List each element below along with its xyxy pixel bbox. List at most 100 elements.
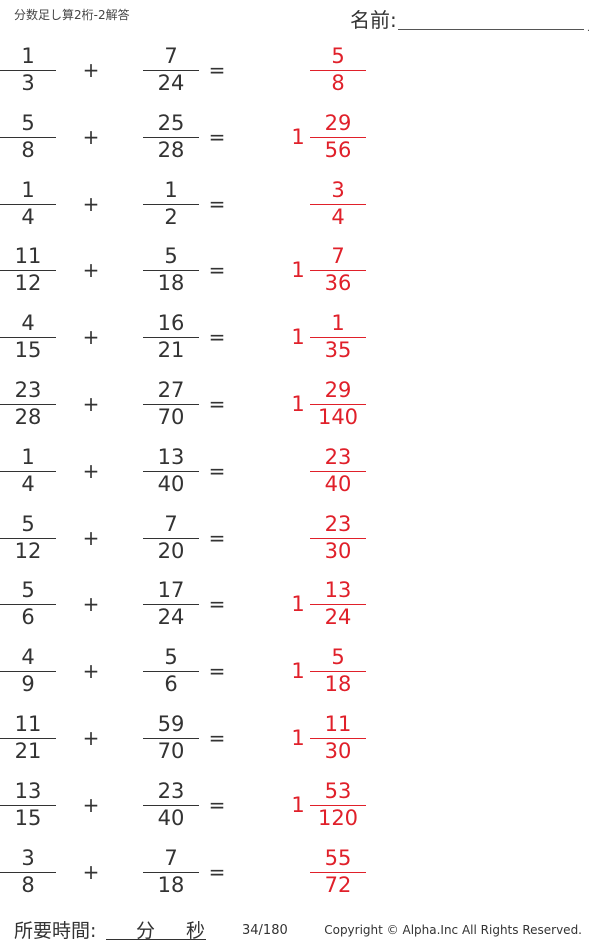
answer-fraction-bar bbox=[310, 203, 366, 205]
answer-fraction-numerator: 13 bbox=[324, 578, 352, 603]
first-fraction-denominator: 6 bbox=[21, 605, 35, 630]
second-fraction-bar bbox=[143, 871, 199, 873]
answer-fraction-bar bbox=[310, 804, 366, 806]
first-fraction: 3 8 bbox=[0, 847, 56, 898]
problem-row: 3 8 + 7 18 = 55 72 bbox=[0, 840, 600, 907]
answer-fraction-denominator: 24 bbox=[324, 605, 352, 630]
plus-sign: + bbox=[82, 325, 100, 350]
second-fraction: 5 18 bbox=[143, 246, 199, 296]
plus-sign: + bbox=[82, 859, 100, 884]
answer-fraction-bar bbox=[310, 671, 366, 673]
first-fraction: 4 9 bbox=[0, 647, 56, 697]
second-fraction-numerator: 23 bbox=[157, 778, 185, 803]
problem-row: 4 15 + 16 21 =1 1 35 bbox=[0, 305, 600, 372]
answer-whole-number: 1 bbox=[291, 325, 305, 350]
equals-sign: = bbox=[208, 792, 226, 817]
answer-fraction-denominator: 56 bbox=[324, 137, 352, 162]
second-fraction-numerator: 13 bbox=[157, 444, 185, 469]
equals-sign: = bbox=[208, 58, 226, 82]
problem-row: 5 8 + 25 28 =1 29 56 bbox=[0, 105, 600, 172]
plus-sign: + bbox=[82, 191, 100, 216]
plus-sign: + bbox=[82, 124, 100, 149]
first-fraction-denominator: 15 bbox=[14, 805, 42, 830]
answer-fraction: 23 30 bbox=[310, 513, 366, 564]
second-fraction: 23 40 bbox=[143, 778, 199, 831]
first-fraction: 13 15 bbox=[0, 780, 56, 831]
first-fraction-bar bbox=[0, 671, 56, 673]
second-fraction: 7 20 bbox=[143, 513, 199, 564]
first-fraction-bar bbox=[0, 337, 56, 339]
first-fraction-numerator: 11 bbox=[14, 711, 42, 736]
answer-fraction: 53 120 bbox=[310, 780, 366, 831]
answer-whole-number: 1 bbox=[291, 725, 305, 750]
name-label: 名前: bbox=[350, 8, 397, 32]
first-fraction: 1 3 bbox=[0, 46, 56, 96]
problem-row: 5 12 + 7 20 = 23 30 bbox=[0, 506, 600, 573]
copyright-text: Copyright © Alpha.Inc All Rights Reserve… bbox=[324, 923, 582, 937]
worksheet-title: 分数足し算2桁-2解答 bbox=[14, 8, 130, 22]
answer-fraction: 1 35 bbox=[310, 313, 366, 363]
first-fraction-denominator: 9 bbox=[21, 672, 35, 697]
page-number: 34/180 bbox=[242, 923, 288, 938]
answer-whole-number: 1 bbox=[291, 391, 305, 416]
second-fraction: 5 6 bbox=[143, 647, 199, 697]
first-fraction: 5 8 bbox=[0, 112, 56, 163]
first-fraction: 1 4 bbox=[0, 444, 56, 497]
second-fraction-numerator: 7 bbox=[164, 44, 178, 68]
second-fraction-bar bbox=[143, 537, 199, 539]
problem-row: 4 9 + 5 6 =1 5 18 bbox=[0, 639, 600, 706]
name-dot: . bbox=[586, 23, 590, 34]
second-fraction: 7 18 bbox=[143, 847, 199, 898]
second-fraction: 16 21 bbox=[143, 313, 199, 363]
second-fraction: 27 70 bbox=[143, 379, 199, 430]
first-fraction-numerator: 23 bbox=[14, 377, 42, 402]
second-fraction-bar bbox=[143, 804, 199, 806]
answer-fraction: 29 140 bbox=[310, 379, 366, 430]
seconds-label: 秒 bbox=[186, 920, 206, 942]
plus-sign: + bbox=[82, 258, 100, 283]
problem-row: 23 28 + 27 70 =1 29 140 bbox=[0, 372, 600, 439]
second-fraction-denominator: 18 bbox=[157, 271, 185, 296]
second-fraction-bar bbox=[143, 737, 199, 739]
first-fraction-denominator: 8 bbox=[21, 872, 35, 897]
second-fraction-numerator: 17 bbox=[157, 578, 185, 603]
answer-fraction-bar bbox=[310, 136, 366, 138]
equals-sign: = bbox=[208, 659, 226, 684]
equals-sign: = bbox=[208, 725, 226, 750]
second-fraction-bar bbox=[143, 203, 199, 205]
answer-fraction-numerator: 29 bbox=[324, 110, 352, 135]
answer-fraction-denominator: 30 bbox=[324, 738, 352, 763]
first-fraction-bar bbox=[0, 70, 56, 71]
answer-fraction-denominator: 36 bbox=[324, 271, 352, 296]
second-fraction-bar bbox=[143, 70, 199, 71]
answer-fraction-numerator: 11 bbox=[324, 711, 352, 736]
first-fraction: 11 12 bbox=[0, 246, 56, 296]
second-fraction: 25 28 bbox=[143, 112, 199, 163]
second-fraction-bar bbox=[143, 136, 199, 138]
first-fraction-bar bbox=[0, 270, 56, 272]
answer-fraction-numerator: 1 bbox=[331, 311, 345, 336]
answer-fraction-numerator: 23 bbox=[324, 444, 352, 469]
answer-fraction: 5 8 bbox=[310, 46, 366, 96]
answer-fraction-denominator: 18 bbox=[324, 672, 352, 697]
first-fraction-numerator: 1 bbox=[21, 177, 35, 202]
first-fraction-denominator: 15 bbox=[14, 338, 42, 363]
first-fraction-denominator: 21 bbox=[14, 738, 42, 763]
answer-fraction: 5 18 bbox=[310, 647, 366, 697]
first-fraction-denominator: 4 bbox=[21, 471, 35, 496]
answer-fraction-bar bbox=[310, 70, 366, 71]
answer-fraction-numerator: 7 bbox=[331, 244, 345, 269]
second-fraction-denominator: 28 bbox=[157, 137, 185, 162]
second-fraction: 59 70 bbox=[143, 713, 199, 764]
answer-fraction-denominator: 30 bbox=[324, 538, 352, 563]
required-time-underline bbox=[106, 939, 206, 940]
equals-sign: = bbox=[208, 592, 226, 617]
second-fraction-denominator: 70 bbox=[157, 738, 185, 763]
plus-sign: + bbox=[82, 458, 100, 483]
second-fraction-denominator: 40 bbox=[157, 471, 185, 496]
second-fraction: 13 40 bbox=[143, 444, 199, 497]
equals-sign: = bbox=[208, 258, 226, 283]
second-fraction-denominator: 21 bbox=[157, 338, 185, 363]
first-fraction-numerator: 1 bbox=[21, 444, 35, 469]
answer-whole-number: 1 bbox=[291, 792, 305, 817]
